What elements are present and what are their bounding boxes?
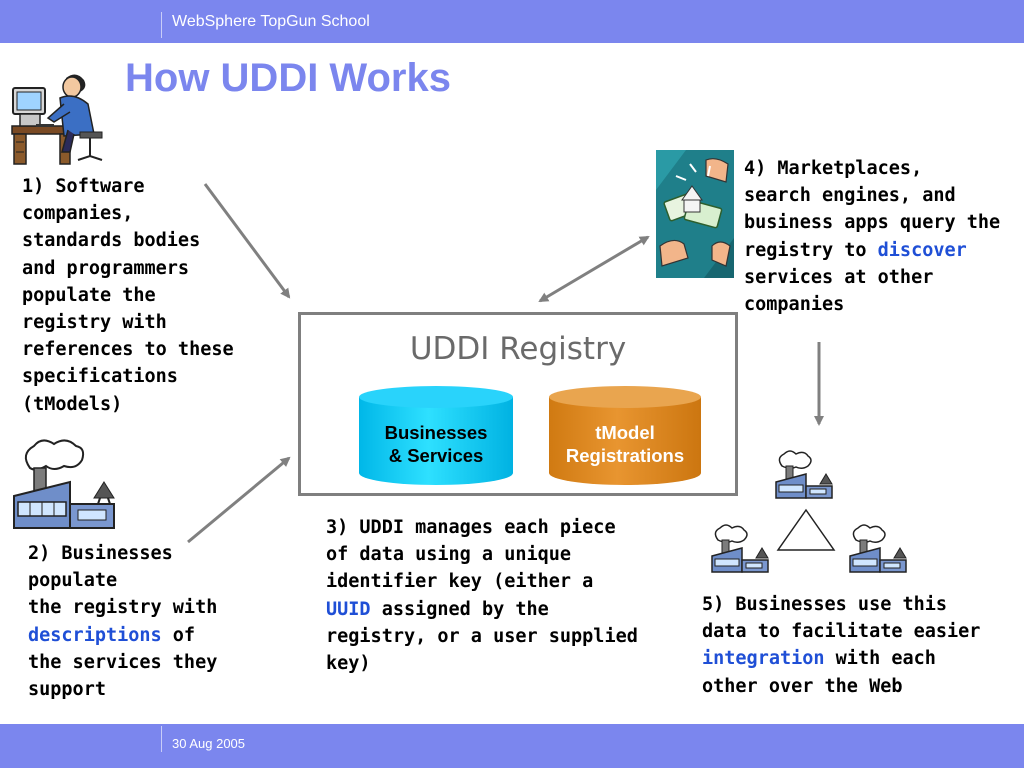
person-at-computer-icon bbox=[11, 74, 103, 165]
factory-triangle-network-icon bbox=[711, 450, 907, 573]
step5-line: 5) Businesses use this bbox=[702, 594, 948, 615]
header-bar: WebSphere TopGun School bbox=[0, 0, 1024, 43]
businesses-services-cylinder: Businesses & Services bbox=[358, 385, 514, 487]
step4-line: services at other bbox=[744, 266, 934, 288]
step2-text: 2) Businesses populate the registry with… bbox=[28, 540, 217, 703]
integration-highlight: integration bbox=[702, 648, 825, 670]
step1-line: and programmers bbox=[22, 257, 190, 279]
tmodel-registrations-cylinder: tModel Registrations bbox=[548, 385, 702, 487]
step5-text: 5) Businesses use this data to facilitat… bbox=[702, 591, 980, 700]
step1-line: specifications bbox=[22, 366, 178, 388]
header-divider bbox=[161, 12, 162, 38]
slide-title: How UDDI Works bbox=[125, 56, 451, 100]
step1-line: 1) Software bbox=[22, 176, 145, 197]
money-exchange-icon bbox=[656, 150, 734, 278]
arrow-step2-to-registry bbox=[187, 456, 291, 544]
step3-line: UUID assigned by the bbox=[326, 596, 638, 623]
businesses-cylinder-shape bbox=[359, 386, 513, 485]
step2-line-rest: of bbox=[161, 624, 196, 646]
uddi-registry-box: UDDI Registry Businesses & Services bbox=[298, 312, 738, 496]
step3-line: registry, or a user supplied bbox=[326, 625, 638, 647]
services-label: & Services bbox=[388, 445, 484, 466]
step2-line: descriptions of bbox=[28, 622, 217, 649]
step1-line: populate the bbox=[22, 284, 156, 306]
step4-line-pre: registry to bbox=[744, 239, 878, 261]
footer-divider bbox=[161, 726, 162, 752]
footer-bar: 30 Aug 2005 bbox=[0, 724, 1024, 768]
step4-line: business apps query the bbox=[744, 212, 1001, 234]
step5-line: other over the Web bbox=[702, 675, 903, 697]
tmodel-label: tModel bbox=[595, 422, 655, 443]
step3-text: 3) UDDI manages each piece of data using… bbox=[326, 514, 638, 677]
step4-line: registry to discover bbox=[744, 237, 1000, 264]
step5-line-rest: with each bbox=[824, 648, 936, 670]
arrow-step1-to-registry bbox=[203, 183, 291, 299]
step4-line: 4) Marketplaces, bbox=[744, 158, 923, 179]
uuid-highlight: UUID bbox=[326, 598, 371, 620]
step1-line: standards bodies bbox=[22, 230, 201, 252]
step3-line: of data using a unique bbox=[326, 544, 572, 566]
step2-line: the services they bbox=[28, 651, 218, 673]
step1-line: references to these bbox=[22, 339, 234, 361]
step2-line: the registry with bbox=[28, 597, 218, 619]
step2-line: support bbox=[28, 679, 106, 701]
tmodel-cylinder-shape bbox=[549, 386, 701, 485]
step3-line: 3) UDDI manages each piece bbox=[326, 517, 616, 538]
step1-line: registry with bbox=[22, 312, 167, 334]
step4-line: companies bbox=[744, 294, 845, 316]
step5-line: integration with each bbox=[702, 645, 980, 672]
step3-line: key) bbox=[326, 653, 371, 675]
businesses-label: Businesses bbox=[384, 422, 488, 443]
step2-line: 2) Businesses bbox=[28, 543, 173, 564]
factory-icon bbox=[13, 439, 115, 529]
step3-line: identifier key (either a bbox=[326, 571, 594, 593]
header-title: WebSphere TopGun School bbox=[172, 13, 370, 30]
step4-line: search engines, and bbox=[744, 185, 956, 207]
step1-line: companies, bbox=[22, 203, 134, 225]
step4-text: 4) Marketplaces, search engines, and bus… bbox=[744, 155, 1000, 318]
descriptions-highlight: descriptions bbox=[28, 624, 162, 646]
arrow-registry-marketplace bbox=[538, 235, 650, 303]
step3-line-rest: assigned by the bbox=[370, 598, 549, 620]
registry-title: UDDI Registry bbox=[409, 331, 627, 367]
footer-date: 30 Aug 2005 bbox=[172, 736, 246, 751]
registrations-label: Registrations bbox=[565, 445, 685, 466]
step1-text: 1) Software companies, standards bodies … bbox=[22, 173, 234, 418]
discover-highlight: discover bbox=[877, 239, 967, 261]
step5-line: data to facilitate easier bbox=[702, 621, 981, 643]
step2-line: populate bbox=[28, 570, 118, 592]
step1-line: (tModels) bbox=[22, 393, 123, 415]
